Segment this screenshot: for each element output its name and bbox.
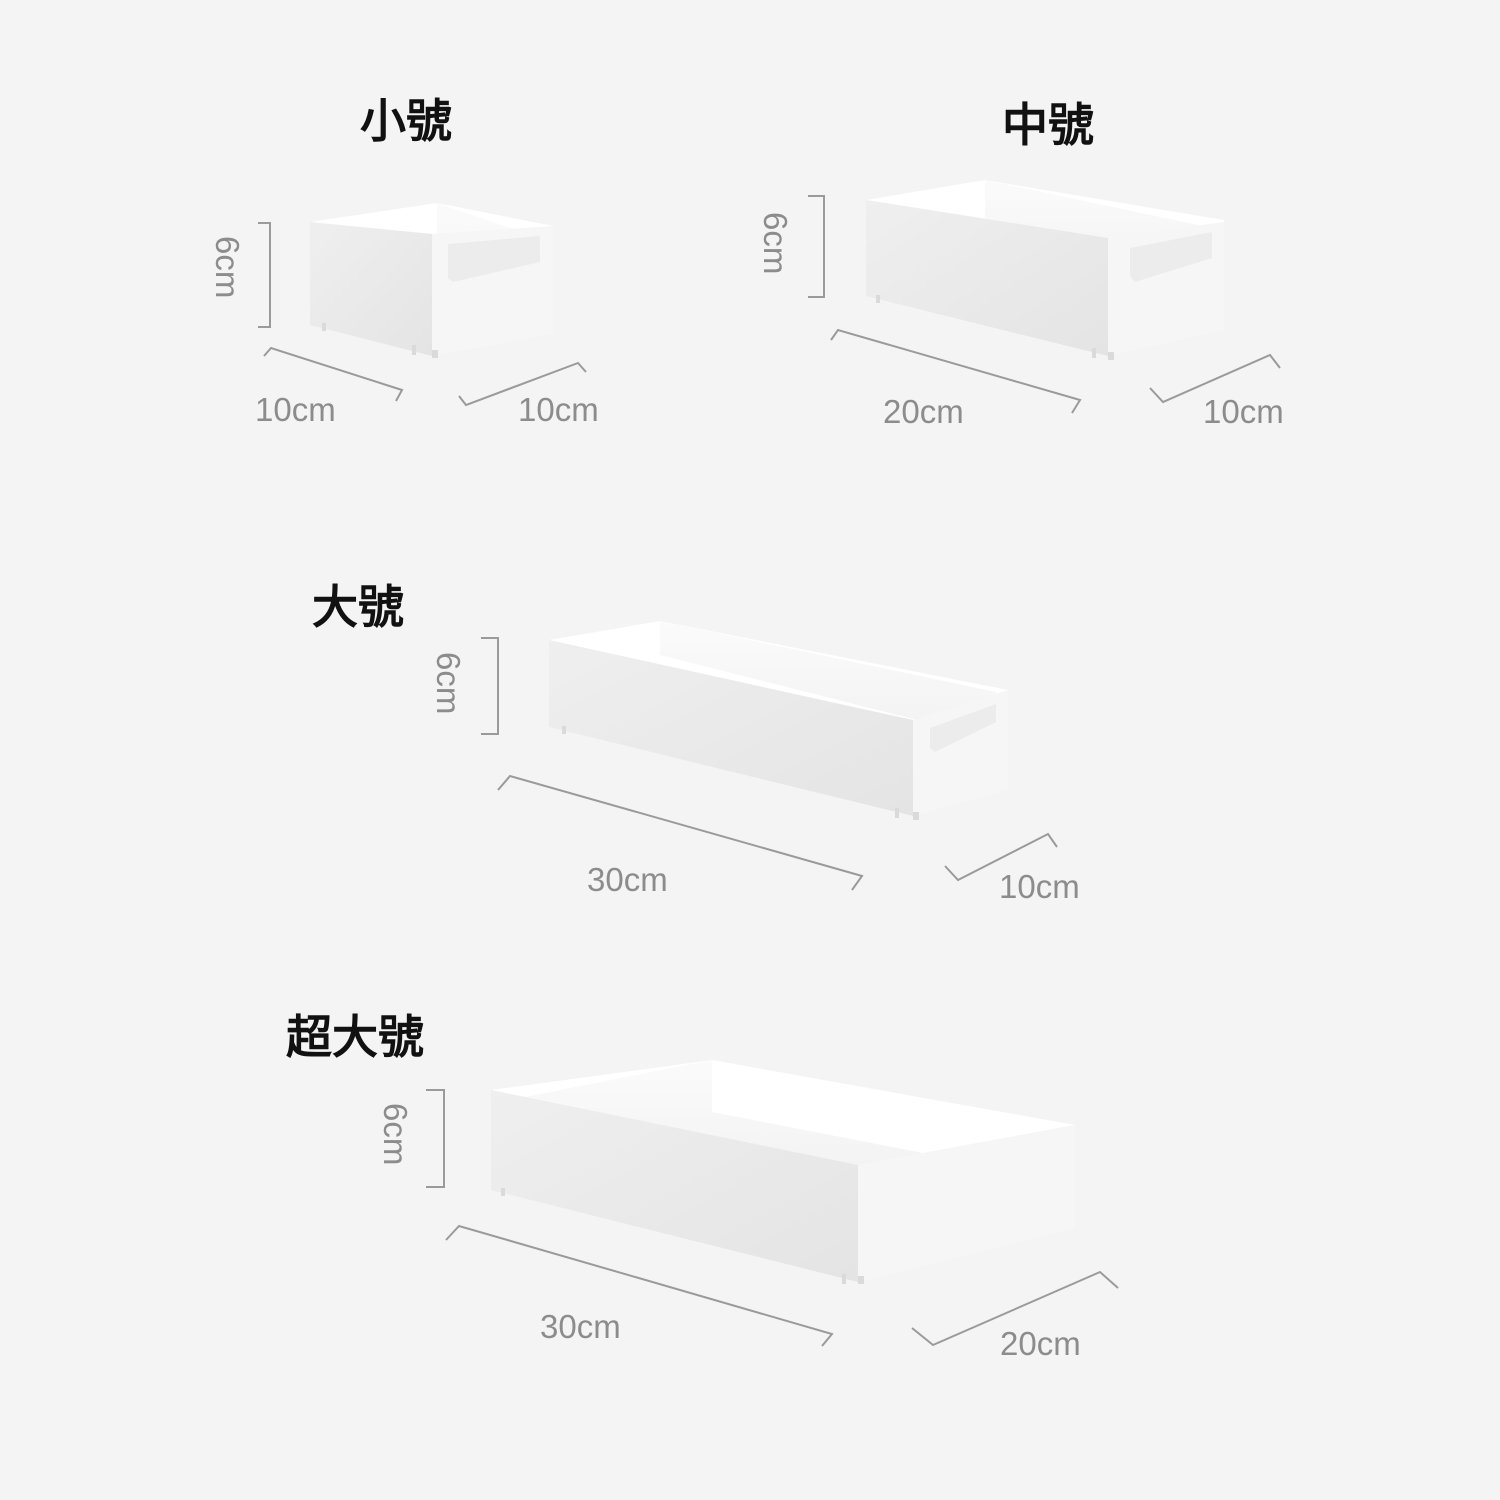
size-title-medium: 中號 [1002,98,1094,152]
size-title-large: 大號 [312,580,404,634]
large-height-label: 6cm [430,652,467,715]
large-width-label: 10cm [999,868,1080,905]
large-box [549,621,1008,820]
small-dimension-lines [258,222,587,407]
small-box [310,203,553,358]
extra-large-length-label: 30cm [540,1308,621,1345]
medium-height-label: 6cm [757,212,794,275]
small-length-label: 10cm [255,391,336,428]
size-title-extra-large: 超大號 [286,1010,424,1064]
medium-length-label: 20cm [883,393,964,430]
size-title-small: 小號 [360,94,452,148]
extra-large-box [491,1060,1075,1284]
extra-large-dimension-lines [426,1089,1119,1347]
medium-dimension-lines [808,195,1281,414]
extra-large-width-label: 20cm [1000,1325,1081,1362]
small-width-label: 10cm [518,391,599,428]
medium-box [866,180,1224,360]
small-height-label: 6cm [209,236,246,299]
large-dimension-lines [481,637,1058,891]
extra-large-height-label: 6cm [377,1103,414,1166]
medium-width-label: 10cm [1203,393,1284,430]
large-length-label: 30cm [587,861,668,898]
